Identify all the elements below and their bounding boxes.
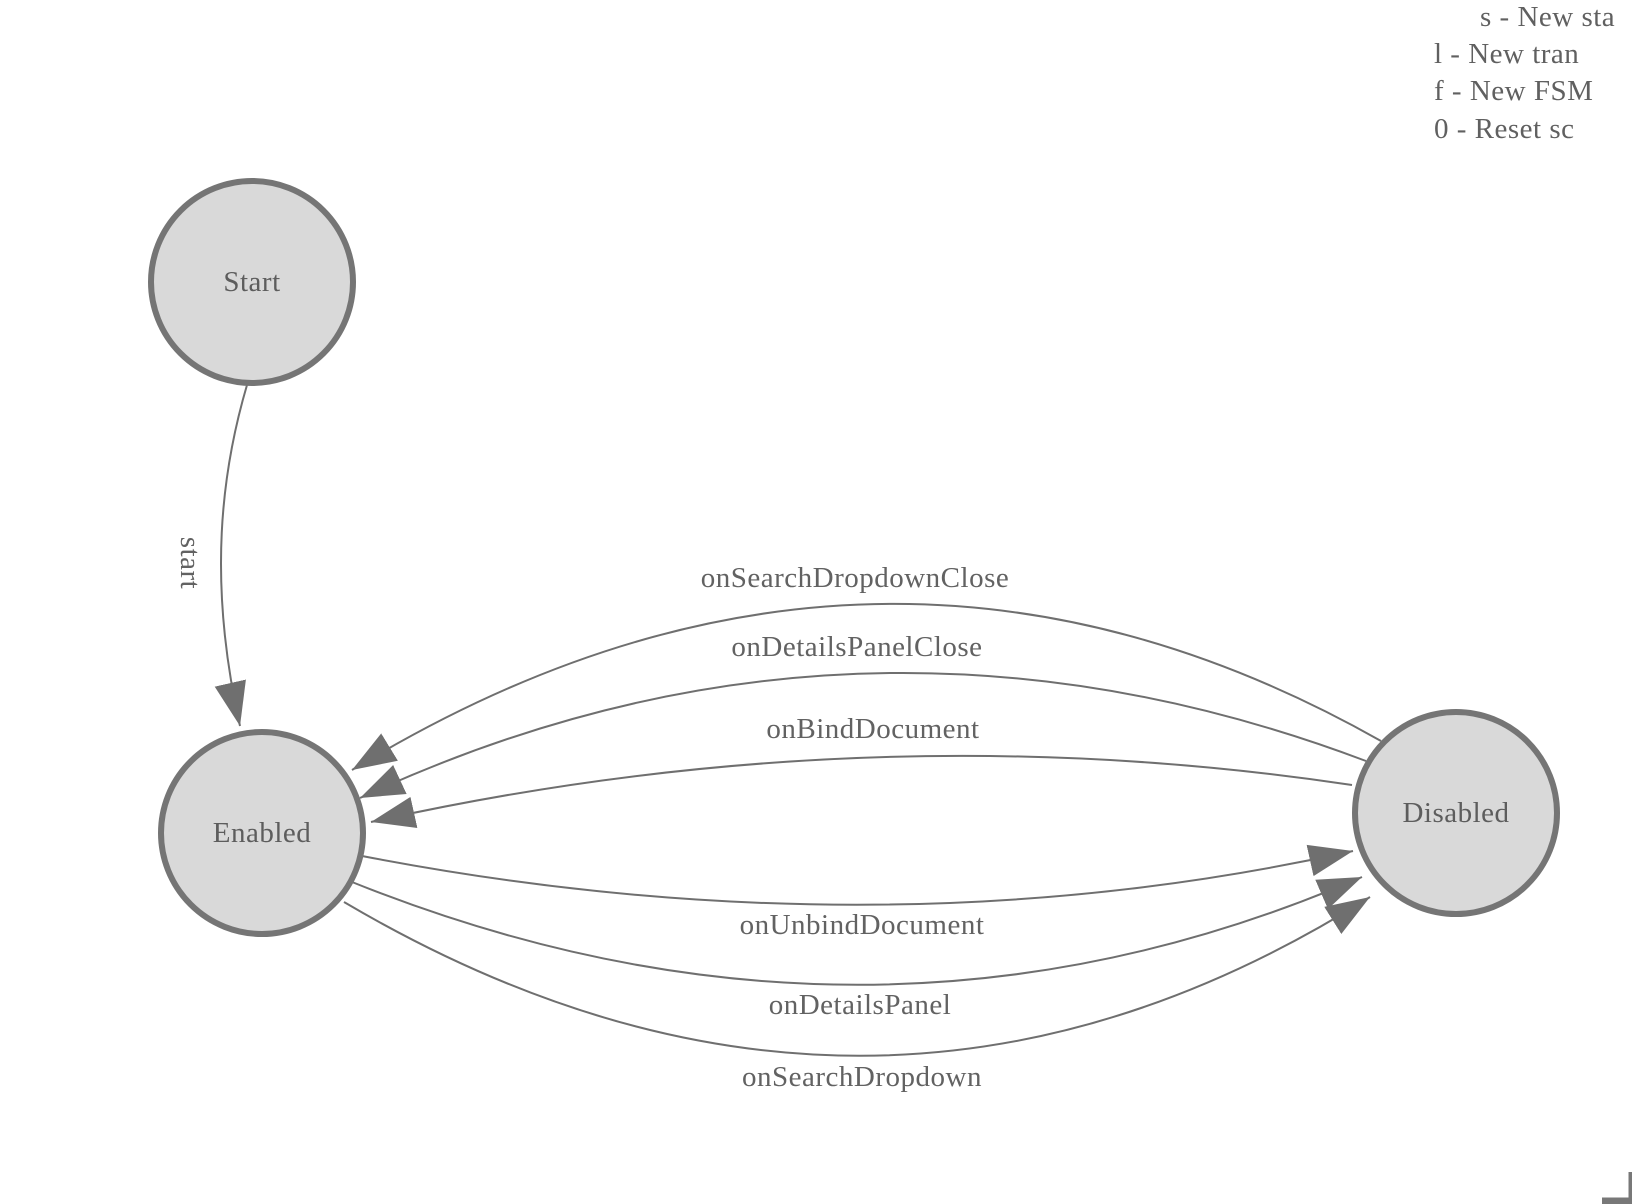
legend-line-reset: 0 - Reset sc [1434,113,1575,145]
corner-fragment-vertical-bar [1628,1172,1632,1204]
edge-onSearchDropdownClose[interactable] [351,602,1382,771]
state-node-start-group: Start [148,178,356,386]
edge-label-onUnbindDocument: onUnbindDocument [740,909,985,941]
edge-label-onDetailsPanelClose: onDetailsPanelClose [731,631,982,663]
state-label-disabled: Disabled [1402,797,1509,829]
edge-label-start: start [174,537,206,589]
edge-label-onDetailsPanel: onDetailsPanel [769,989,952,1021]
state-node-disabled[interactable] [1352,709,1560,917]
edge-label-onSearchDropdown: onSearchDropdown [742,1061,982,1093]
edge-onSearchDropdown[interactable] [343,896,1371,1057]
legend-line-new-state: s - New sta [1480,1,1616,33]
legend-line-new-fsm: f - New FSM [1434,75,1594,107]
state-node-disabled-group: Disabled [1352,709,1560,917]
state-node-start[interactable] [148,178,356,386]
state-label-enabled: Enabled [213,817,312,849]
legend-line-new-transition: l - New tran [1434,38,1580,70]
corner-fragment [1602,1172,1632,1204]
edge-label-onBindDocument: onBindDocument [766,713,979,745]
state-label-start: Start [223,266,280,298]
edge-onDetailsPanelClose[interactable] [359,671,1367,799]
state-node-enabled[interactable] [158,729,366,937]
edge-onUnbindDocument[interactable] [361,844,1354,906]
edge-onDetailsPanel[interactable] [351,876,1363,986]
edge-start[interactable] [214,384,248,727]
corner-fragment-horizontal-bar [1602,1197,1632,1204]
edge-onBindDocument[interactable] [370,754,1353,829]
state-node-enabled-group: Enabled [158,729,366,937]
edge-label-onSearchDropdownClose: onSearchDropdownClose [701,562,1010,594]
